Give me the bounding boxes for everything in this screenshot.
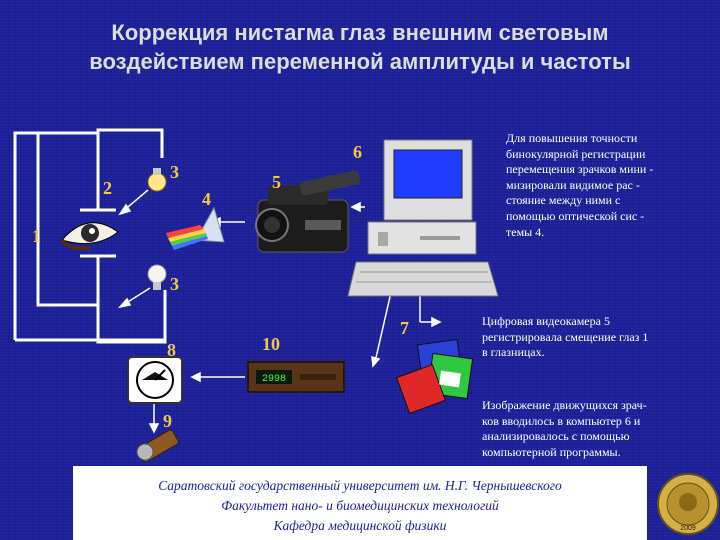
- label-6: 6: [353, 142, 362, 162]
- frame-lines: [13, 131, 165, 342]
- university-seal-icon: 2009: [657, 473, 719, 535]
- title-line-1: Коррекция нистагма глаз внешним световым: [111, 20, 609, 45]
- footer-box: Саратовский государственный университет …: [73, 466, 647, 540]
- label-9: 9: [163, 411, 172, 431]
- gauge-icon: [127, 356, 183, 404]
- accuracy-text: Для повышения точности бинокулярной реги…: [506, 131, 654, 239]
- label-4: 4: [202, 189, 211, 209]
- slide-title: Коррекция нистагма глаз внешним световым…: [0, 18, 720, 76]
- footer-line-1: Саратовский государственный университет …: [158, 478, 562, 493]
- recorder-display: 2998: [262, 374, 286, 385]
- label-1: 1: [32, 226, 41, 246]
- label-7: 7: [400, 318, 409, 338]
- prism-icon: [166, 206, 225, 250]
- signal-arrows: [117, 189, 442, 434]
- camera-text: Цифровая видеокамера 5 регистрировала см…: [482, 314, 649, 360]
- light-bulb-lower-icon: [147, 264, 167, 290]
- video-camera-icon: [255, 170, 361, 253]
- footer-line-2: Факультет нано- и биомедицинских техноло…: [221, 498, 499, 513]
- label-2: 2: [103, 178, 112, 198]
- recorder-device-icon: [247, 361, 345, 393]
- light-bulb-upper-icon: [147, 168, 167, 192]
- seal-year: 2009: [680, 525, 696, 532]
- title-line-2: воздействием переменной амплитуды и част…: [89, 49, 631, 74]
- image-text: Изображение движущихся зрач- ков вводило…: [482, 398, 647, 459]
- battery-icon: [136, 429, 179, 463]
- label-5: 5: [272, 172, 281, 192]
- diskettes-icon: [396, 338, 474, 414]
- computer-icon: [347, 139, 499, 297]
- label-3-lower: 3: [170, 274, 179, 294]
- footer-line-3: Кафедра медицинской физики: [273, 518, 447, 533]
- label-10: 10: [262, 334, 280, 354]
- label-8: 8: [167, 340, 176, 360]
- label-3-upper: 3: [170, 162, 179, 182]
- eye-icon: [60, 222, 119, 251]
